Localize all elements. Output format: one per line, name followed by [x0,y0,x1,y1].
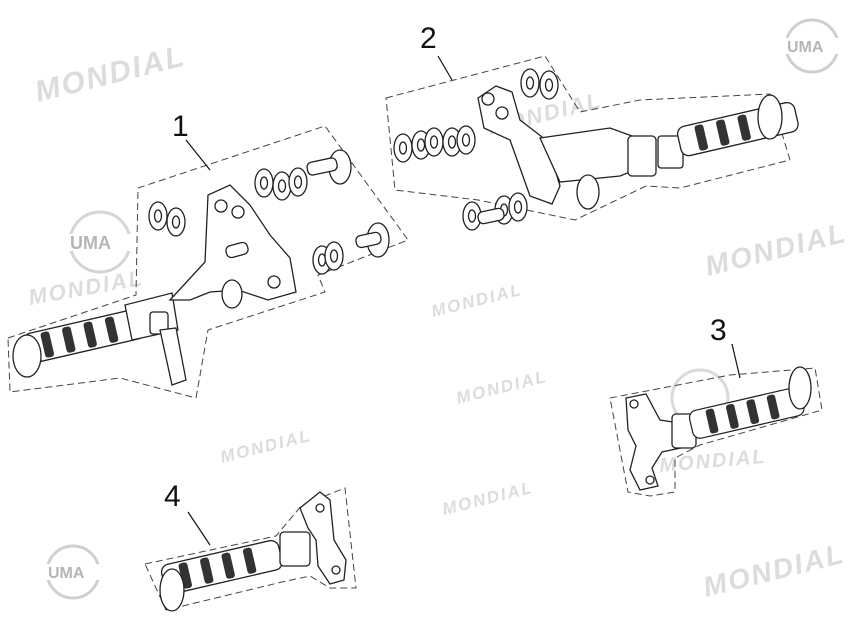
assembly-3: 3 [609,314,823,497]
uma-logo: UMA [42,544,106,600]
brand-watermark: MONDIAL [429,280,524,321]
uma-logo-text: UMA [787,39,824,56]
brand-watermark: MONDIAL [702,217,850,282]
brand-watermark: MONDIAL [32,40,189,109]
assembly-2: 2 [385,22,801,231]
callout-3: 3 [710,314,727,347]
brand-watermark: MONDIAL [27,265,146,310]
assembly-4: 4 [144,480,357,612]
uma-logo: UMA [780,18,844,74]
brand-watermark: MONDIAL [454,367,549,408]
uma-logo: UMA [64,210,136,274]
callout-2: 2 [420,22,437,55]
uma-logo-text: UMA [48,565,85,582]
callout-4: 4 [164,480,181,513]
assembly-1: 1 [7,110,409,399]
brand-watermark: MONDIAL [700,538,848,603]
uma-logo-text: UMA [70,233,111,253]
brand-watermark: MONDIAL [218,426,313,467]
callout-1: 1 [172,110,189,143]
brand-watermark: MONDIAL [440,478,535,519]
